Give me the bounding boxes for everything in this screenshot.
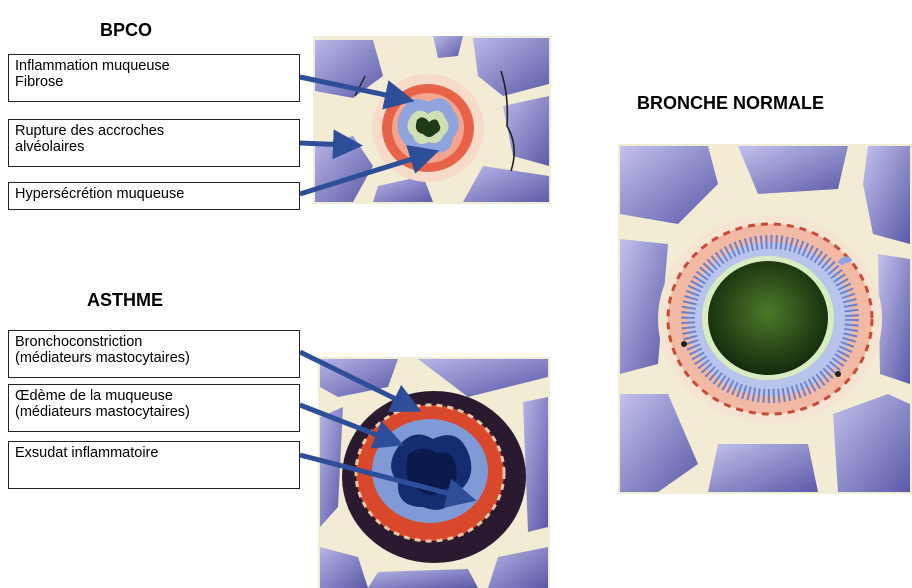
asthme-bronchus-illustration	[318, 357, 550, 588]
title-asthme: ASTHME	[87, 290, 163, 311]
label-line: (médiateurs mastocytaires)	[15, 404, 293, 420]
label-oedeme-muqueuse: Œdème de la muqueuse (médiateurs mastocy…	[8, 384, 300, 432]
label-inflammation-fibrose: Inflammation muqueuse Fibrose	[8, 54, 300, 102]
label-line: Œdème de la muqueuse	[15, 388, 293, 404]
bpco-bronchus-illustration	[313, 36, 551, 204]
title-bronche-normale: BRONCHE NORMALE	[637, 93, 824, 114]
label-line: (médiateurs mastocytaires)	[15, 350, 293, 366]
label-hypersecretion: Hypersécrétion muqueuse	[8, 182, 300, 210]
label-line: Inflammation muqueuse	[15, 58, 293, 74]
label-line: Exsudat inflammatoire	[15, 445, 293, 461]
title-bpco: BPCO	[100, 20, 152, 41]
label-rupture-accroches: Rupture des accroches alvéolaires	[8, 119, 300, 167]
label-exsudat: Exsudat inflammatoire	[8, 441, 300, 489]
bronche-normale-illustration	[618, 144, 912, 494]
label-line: Rupture des accroches	[15, 123, 293, 139]
label-line: alvéolaires	[15, 139, 293, 155]
label-line: Bronchoconstriction	[15, 334, 293, 350]
label-line: Hypersécrétion muqueuse	[15, 186, 293, 202]
label-bronchoconstriction: Bronchoconstriction (médiateurs mastocyt…	[8, 330, 300, 378]
label-line: Fibrose	[15, 74, 293, 90]
